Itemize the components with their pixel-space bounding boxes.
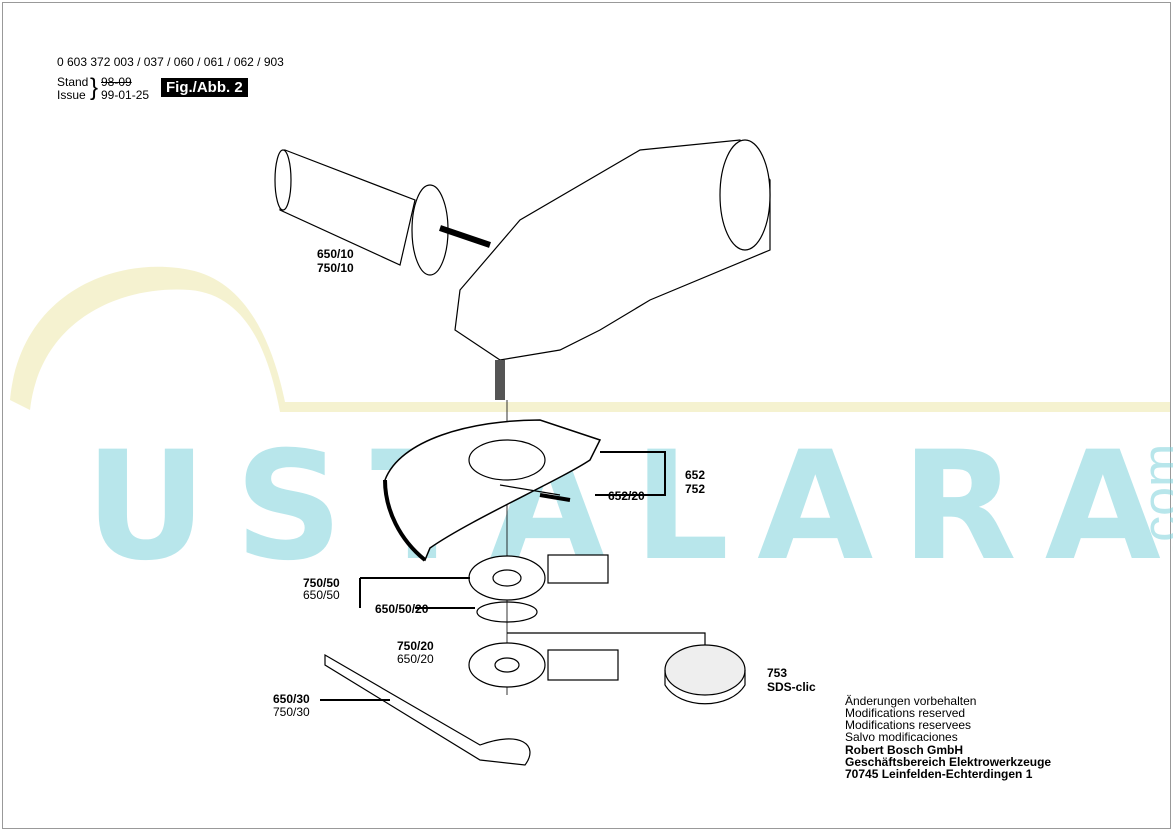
watermark-text: USTALARA xyxy=(85,420,1173,594)
wheel-guard xyxy=(383,419,666,562)
label-650-50-20: 650/50/20 xyxy=(375,602,429,616)
label-750-50: 750/50 xyxy=(303,576,340,590)
footer-line-2: Modifications reserved xyxy=(845,706,966,720)
label-650-20: 650/20 xyxy=(397,652,434,666)
label-750-10: 750/10 xyxy=(317,261,354,275)
issue-label: Issue xyxy=(57,88,86,102)
division-name: Geschäftsbereich Elektrowerkzeuge xyxy=(845,755,1052,769)
flange xyxy=(359,554,609,623)
footer-line-4: Salvo modificaciones xyxy=(845,730,958,744)
label-sds-clic: SDS-clic xyxy=(767,680,816,694)
stand-label: Stand xyxy=(57,75,89,89)
stand-date: 98-09 xyxy=(101,75,132,89)
sds-clic-nut xyxy=(664,644,746,705)
company-address: 70745 Leinfelden-Echterdingen 1 xyxy=(845,767,1033,781)
label-652: 652 xyxy=(685,468,706,482)
label-652-20: 652/20 xyxy=(608,489,645,503)
brace: } xyxy=(90,74,99,101)
clamping-nut xyxy=(468,632,706,688)
footer-line-3: Modifications reservees xyxy=(845,718,972,732)
footer-line-1: Änderungen vorbehalten xyxy=(845,694,977,708)
figure-label: Fig./Abb. 2 xyxy=(161,78,248,97)
part-numbers: 0 603 372 003 / 037 / 060 / 061 / 062 / … xyxy=(57,55,284,69)
label-753: 753 xyxy=(767,666,788,680)
angle-grinder xyxy=(454,139,771,400)
issue-date: 99-01-25 xyxy=(101,88,150,102)
label-750-20: 750/20 xyxy=(397,639,434,653)
label-650-30: 650/30 xyxy=(273,692,310,706)
label-750-30: 750/30 xyxy=(273,705,310,719)
label-650-10: 650/10 xyxy=(317,247,354,261)
label-650-50: 650/50 xyxy=(303,588,340,602)
label-752: 752 xyxy=(685,482,706,496)
side-handle xyxy=(274,149,491,276)
company-name: Robert Bosch GmbH xyxy=(845,743,964,757)
two-pin-wrench xyxy=(320,653,531,766)
